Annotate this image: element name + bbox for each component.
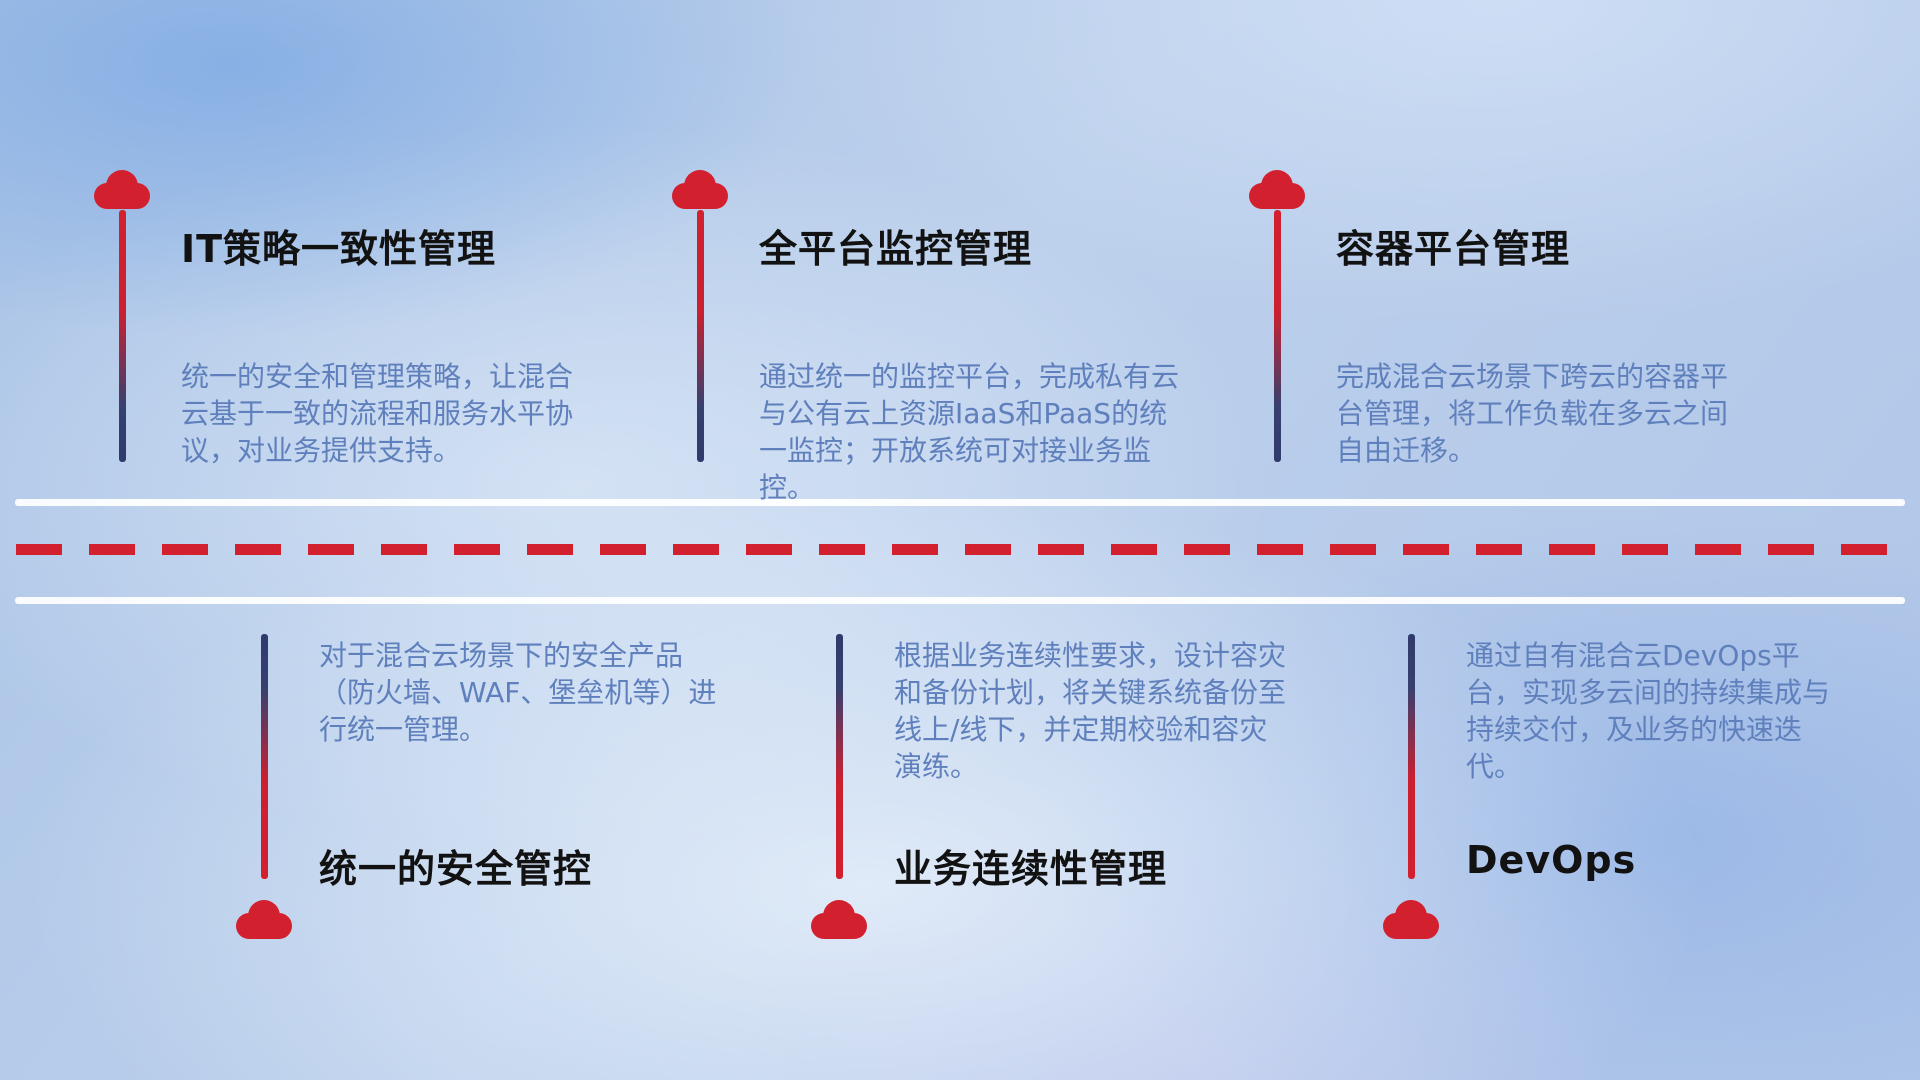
road-edge-bottom [15,597,1905,604]
timeline-stem [836,634,843,879]
cloud-icon [1246,166,1308,210]
cloud-icon [233,896,295,940]
cloud-icon [1380,896,1442,940]
cloud-icon [808,896,870,940]
capability-description: 对于混合云场景下的安全产品（防火墙、WAF、堡垒机等）进行统一管理。 [319,639,717,746]
capability-title: 容器平台管理 [1336,227,1571,271]
timeline-stem [261,634,268,879]
timeline-stem [697,210,704,462]
capability-description: 统一的安全和管理策略，让混合云基于一致的流程和服务水平协议，对业务提供支持。 [181,360,574,467]
road-center-dashed-line [16,544,1910,555]
timeline-stem [1408,634,1415,879]
capability-description: 根据业务连续性要求，设计容灾和备份计划，将关键系统备份至线上/线下，并定期校验和… [894,639,1287,783]
capability-description: 完成混合云场景下跨云的容器平台管理，将工作负载在多云之间自由迁移。 [1336,360,1729,467]
capability-title: 统一的安全管控 [319,847,593,891]
capability-description: 通过统一的监控平台，完成私有云与公有云上资源IaaS和PaaS的统一监控；开放系… [759,360,1180,504]
timeline-stem [119,210,126,462]
timeline-stem [1274,210,1281,462]
road-edge-top [15,499,1905,506]
capability-title: 全平台监控管理 [759,227,1033,271]
cloud-icon [669,166,731,210]
capability-title: 业务连续性管理 [894,847,1168,891]
cloud-icon [91,166,153,210]
capability-title: IT策略一致性管理 [181,227,497,271]
capability-title: DevOps [1466,838,1637,882]
capability-description: 通过自有混合云DevOps平台，实现多云间的持续集成与持续交付，及业务的快速迭代… [1466,639,1831,783]
